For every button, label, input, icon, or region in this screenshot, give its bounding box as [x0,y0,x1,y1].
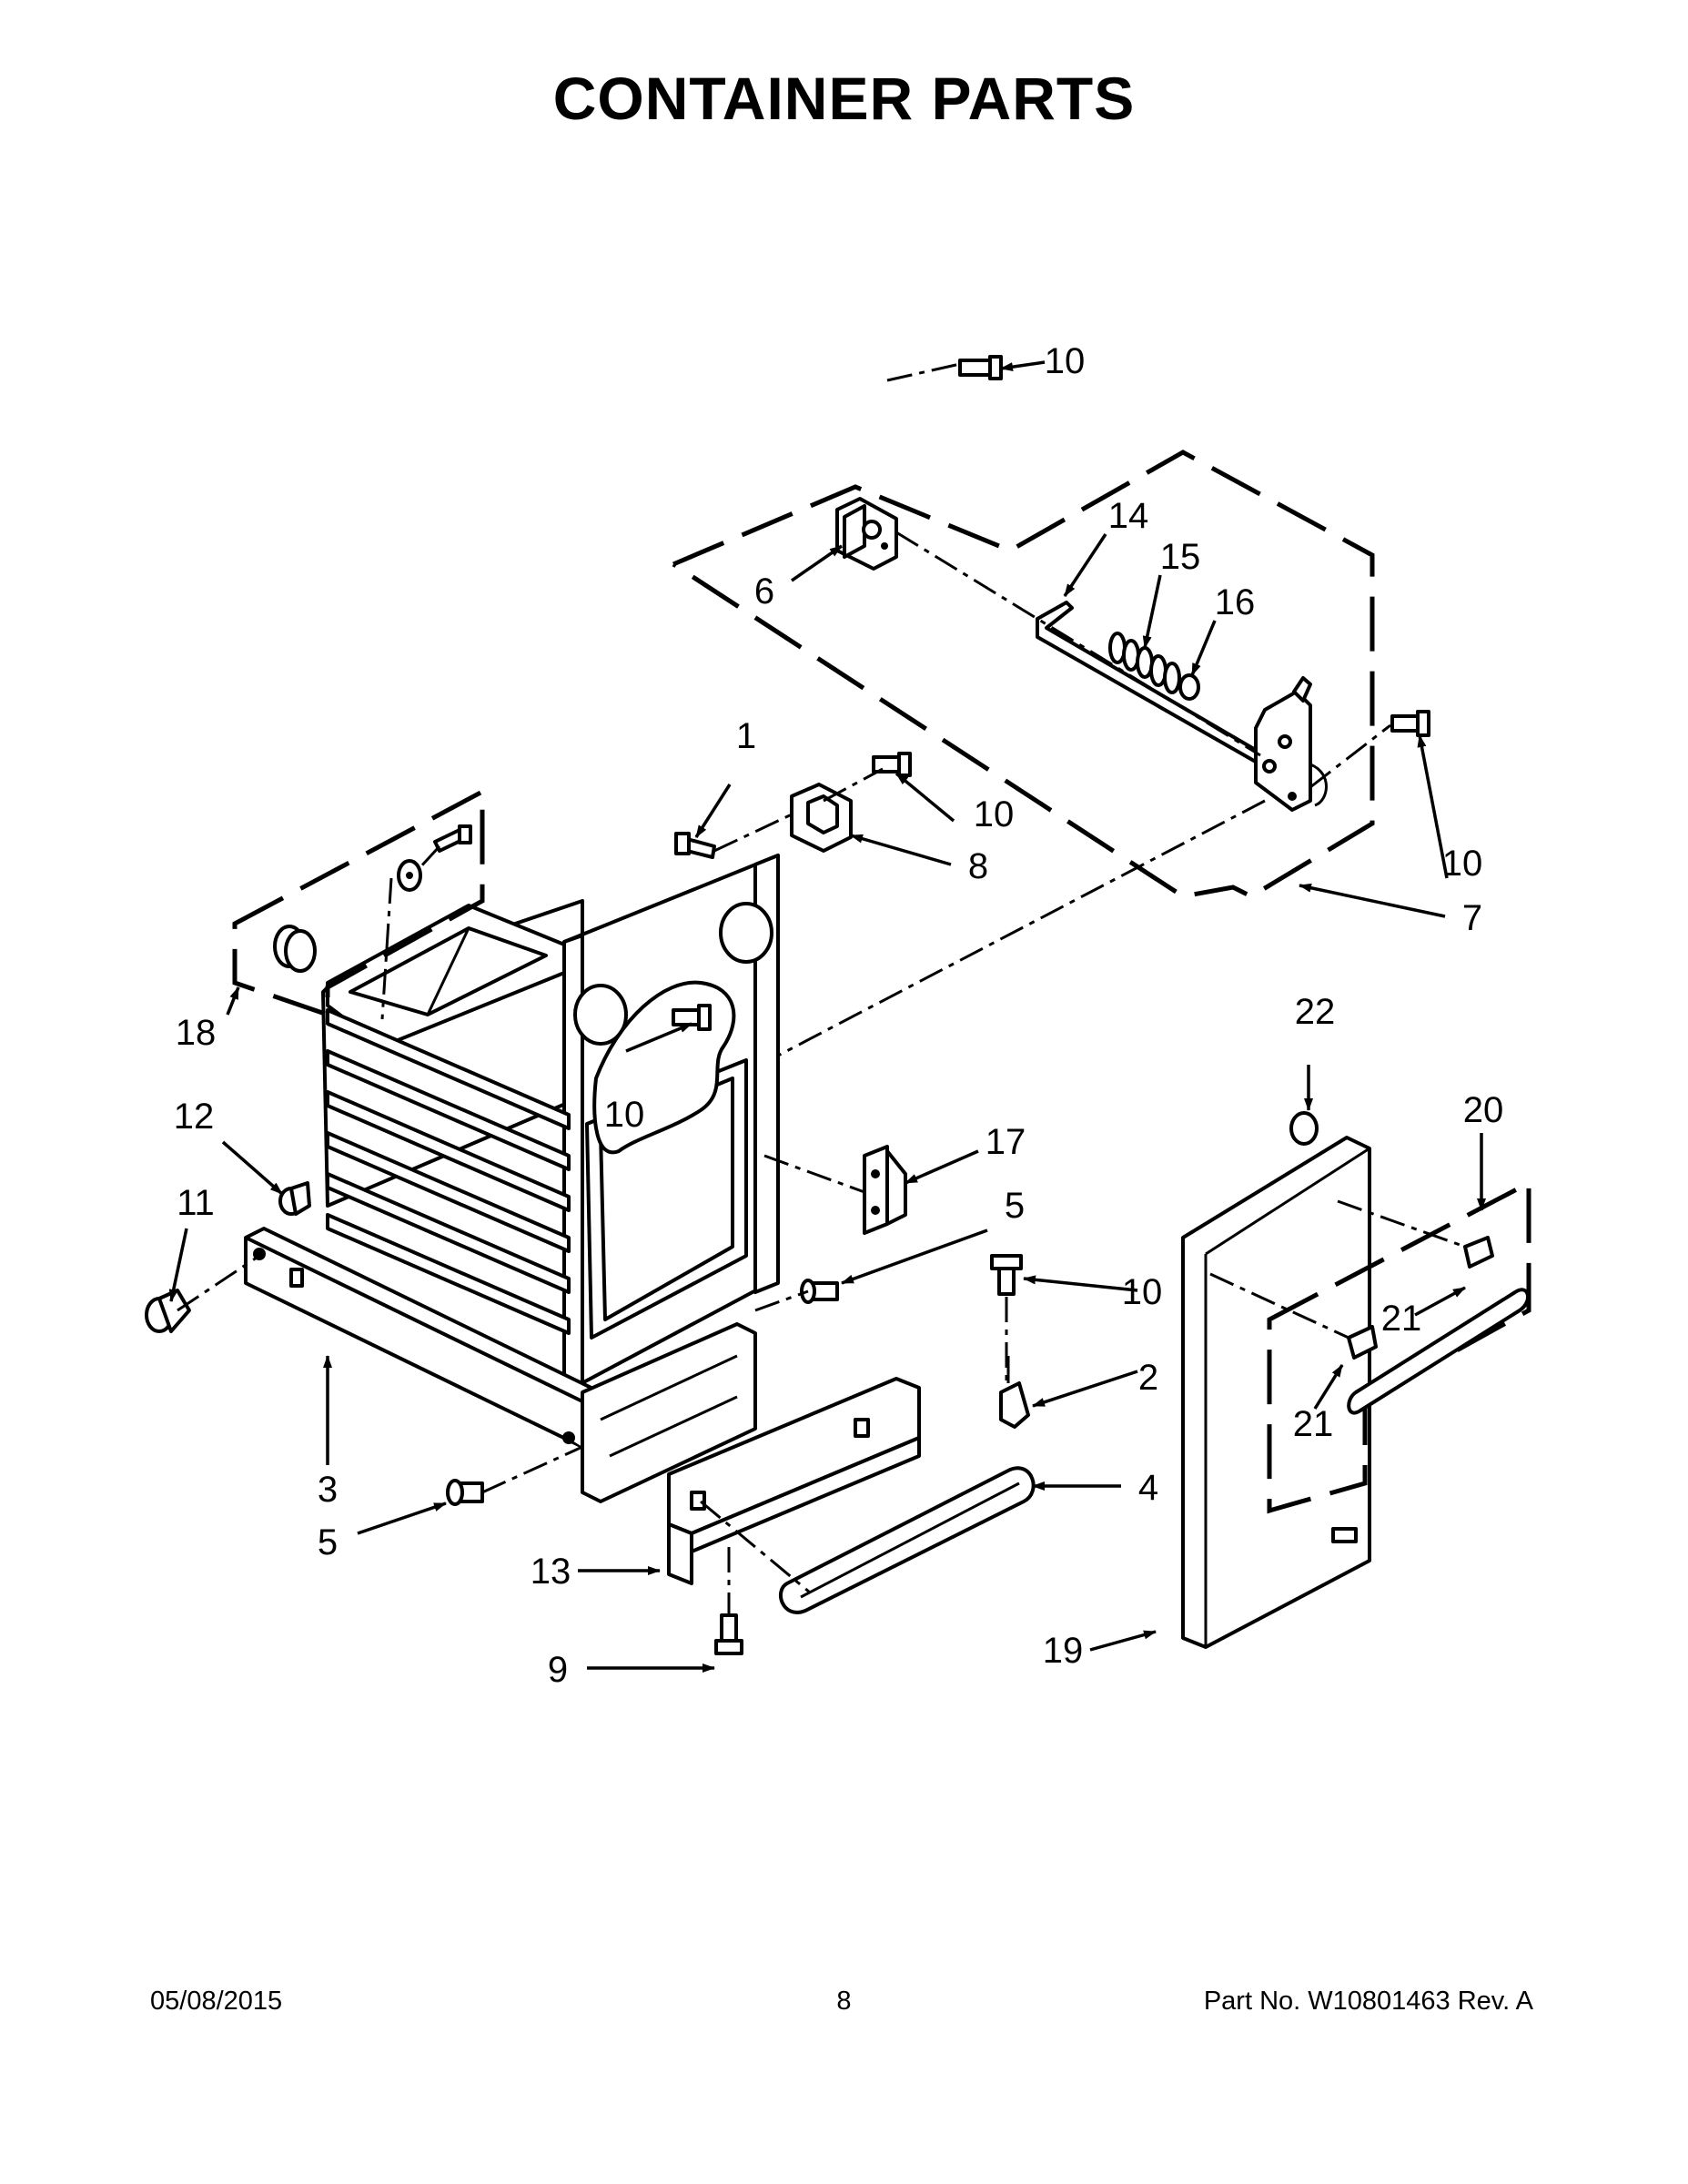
callout-label: 2 [1138,1358,1158,1398]
group-7-dashed-outline [672,450,1375,899]
callout-label: 21 [1293,1404,1334,1444]
callout-label: 9 [548,1650,568,1690]
callout-label: 18 [176,1013,217,1053]
part-11-roller [145,1289,191,1333]
hinge-assembly-group [672,450,1375,899]
footer-page-number: 8 [836,1987,852,2016]
part-20-door-handle [1347,1288,1530,1415]
callout-label: 10 [974,794,1015,834]
part-10-screw-top [958,355,1003,380]
part-18-washer [397,859,422,892]
part-2-switch [999,1356,1030,1429]
callout-label: 21 [1381,1299,1422,1339]
callout-label: 22 [1295,992,1336,1032]
callout-label: 10 [1122,1272,1163,1312]
callout-labels: 1 2 3 4 5 5 6 7 8 9 10 10 10 10 10 11 12… [174,341,1504,1690]
callout-label: 11 [177,1183,215,1223]
alignment-lines [177,362,1466,1615]
part-9-screw [714,1613,743,1655]
callout-label: 14 [1108,496,1149,536]
callout-label: 7 [1462,898,1482,938]
callout-label: 12 [174,1097,215,1137]
callout-label: 19 [1043,1631,1084,1671]
part-21-handle-post-lower [1347,1325,1378,1360]
container-side-fins [326,1008,571,1335]
callout-label: 17 [986,1122,1026,1162]
part-21-handle-post-upper [1463,1236,1494,1269]
callout-label: 4 [1138,1468,1158,1508]
part-13-drawer-frame [667,1377,921,1585]
hinge-arm [1254,676,1328,812]
footer-part-number: Part No. W10801463 Rev. A [1203,1987,1533,2016]
page-title: CONTAINER PARTS [552,65,1136,132]
callout-label: 13 [531,1552,571,1592]
callout-label: 1 [736,716,756,756]
part-10-screw-inner [672,1004,712,1031]
callout-label: 20 [1463,1090,1504,1130]
part-6-hinge-plate [835,497,898,571]
callout-label: 10 [1045,341,1086,381]
part-18-roller [273,925,317,973]
callout-label: 8 [968,846,988,886]
callout-label: 15 [1160,537,1201,577]
part-5-stud-lower [446,1479,484,1506]
part-4-handle [778,1466,1036,1614]
part-19-door-panel [1181,1136,1371,1649]
part-22-bumper [1289,1111,1319,1146]
callout-label: 3 [318,1470,338,1510]
part-17-catch [863,1145,907,1235]
group-18-dashed-outline [232,787,485,1018]
part-10-screw-right [1390,710,1430,737]
part-15-spring [1108,632,1181,694]
part-10-screw-switch [990,1254,1023,1296]
callout-label: 5 [1005,1186,1025,1226]
callout-leaders [168,360,1486,1673]
part-16-washer [1178,673,1200,701]
part-10-screw-bracket [872,752,912,777]
part-1-screw [685,837,716,859]
part-14-hinge-pin [1036,601,1267,766]
container-body [244,854,780,1503]
callout-label: 16 [1215,582,1256,622]
callout-label: 10 [604,1095,645,1135]
part-8-bracket [790,783,853,853]
part-12-clip [278,1181,311,1216]
callout-label: 5 [318,1522,338,1562]
callout-label: 6 [754,571,774,612]
footer-date: 05/08/2015 [150,1987,283,2016]
callout-label: 10 [1442,844,1483,884]
